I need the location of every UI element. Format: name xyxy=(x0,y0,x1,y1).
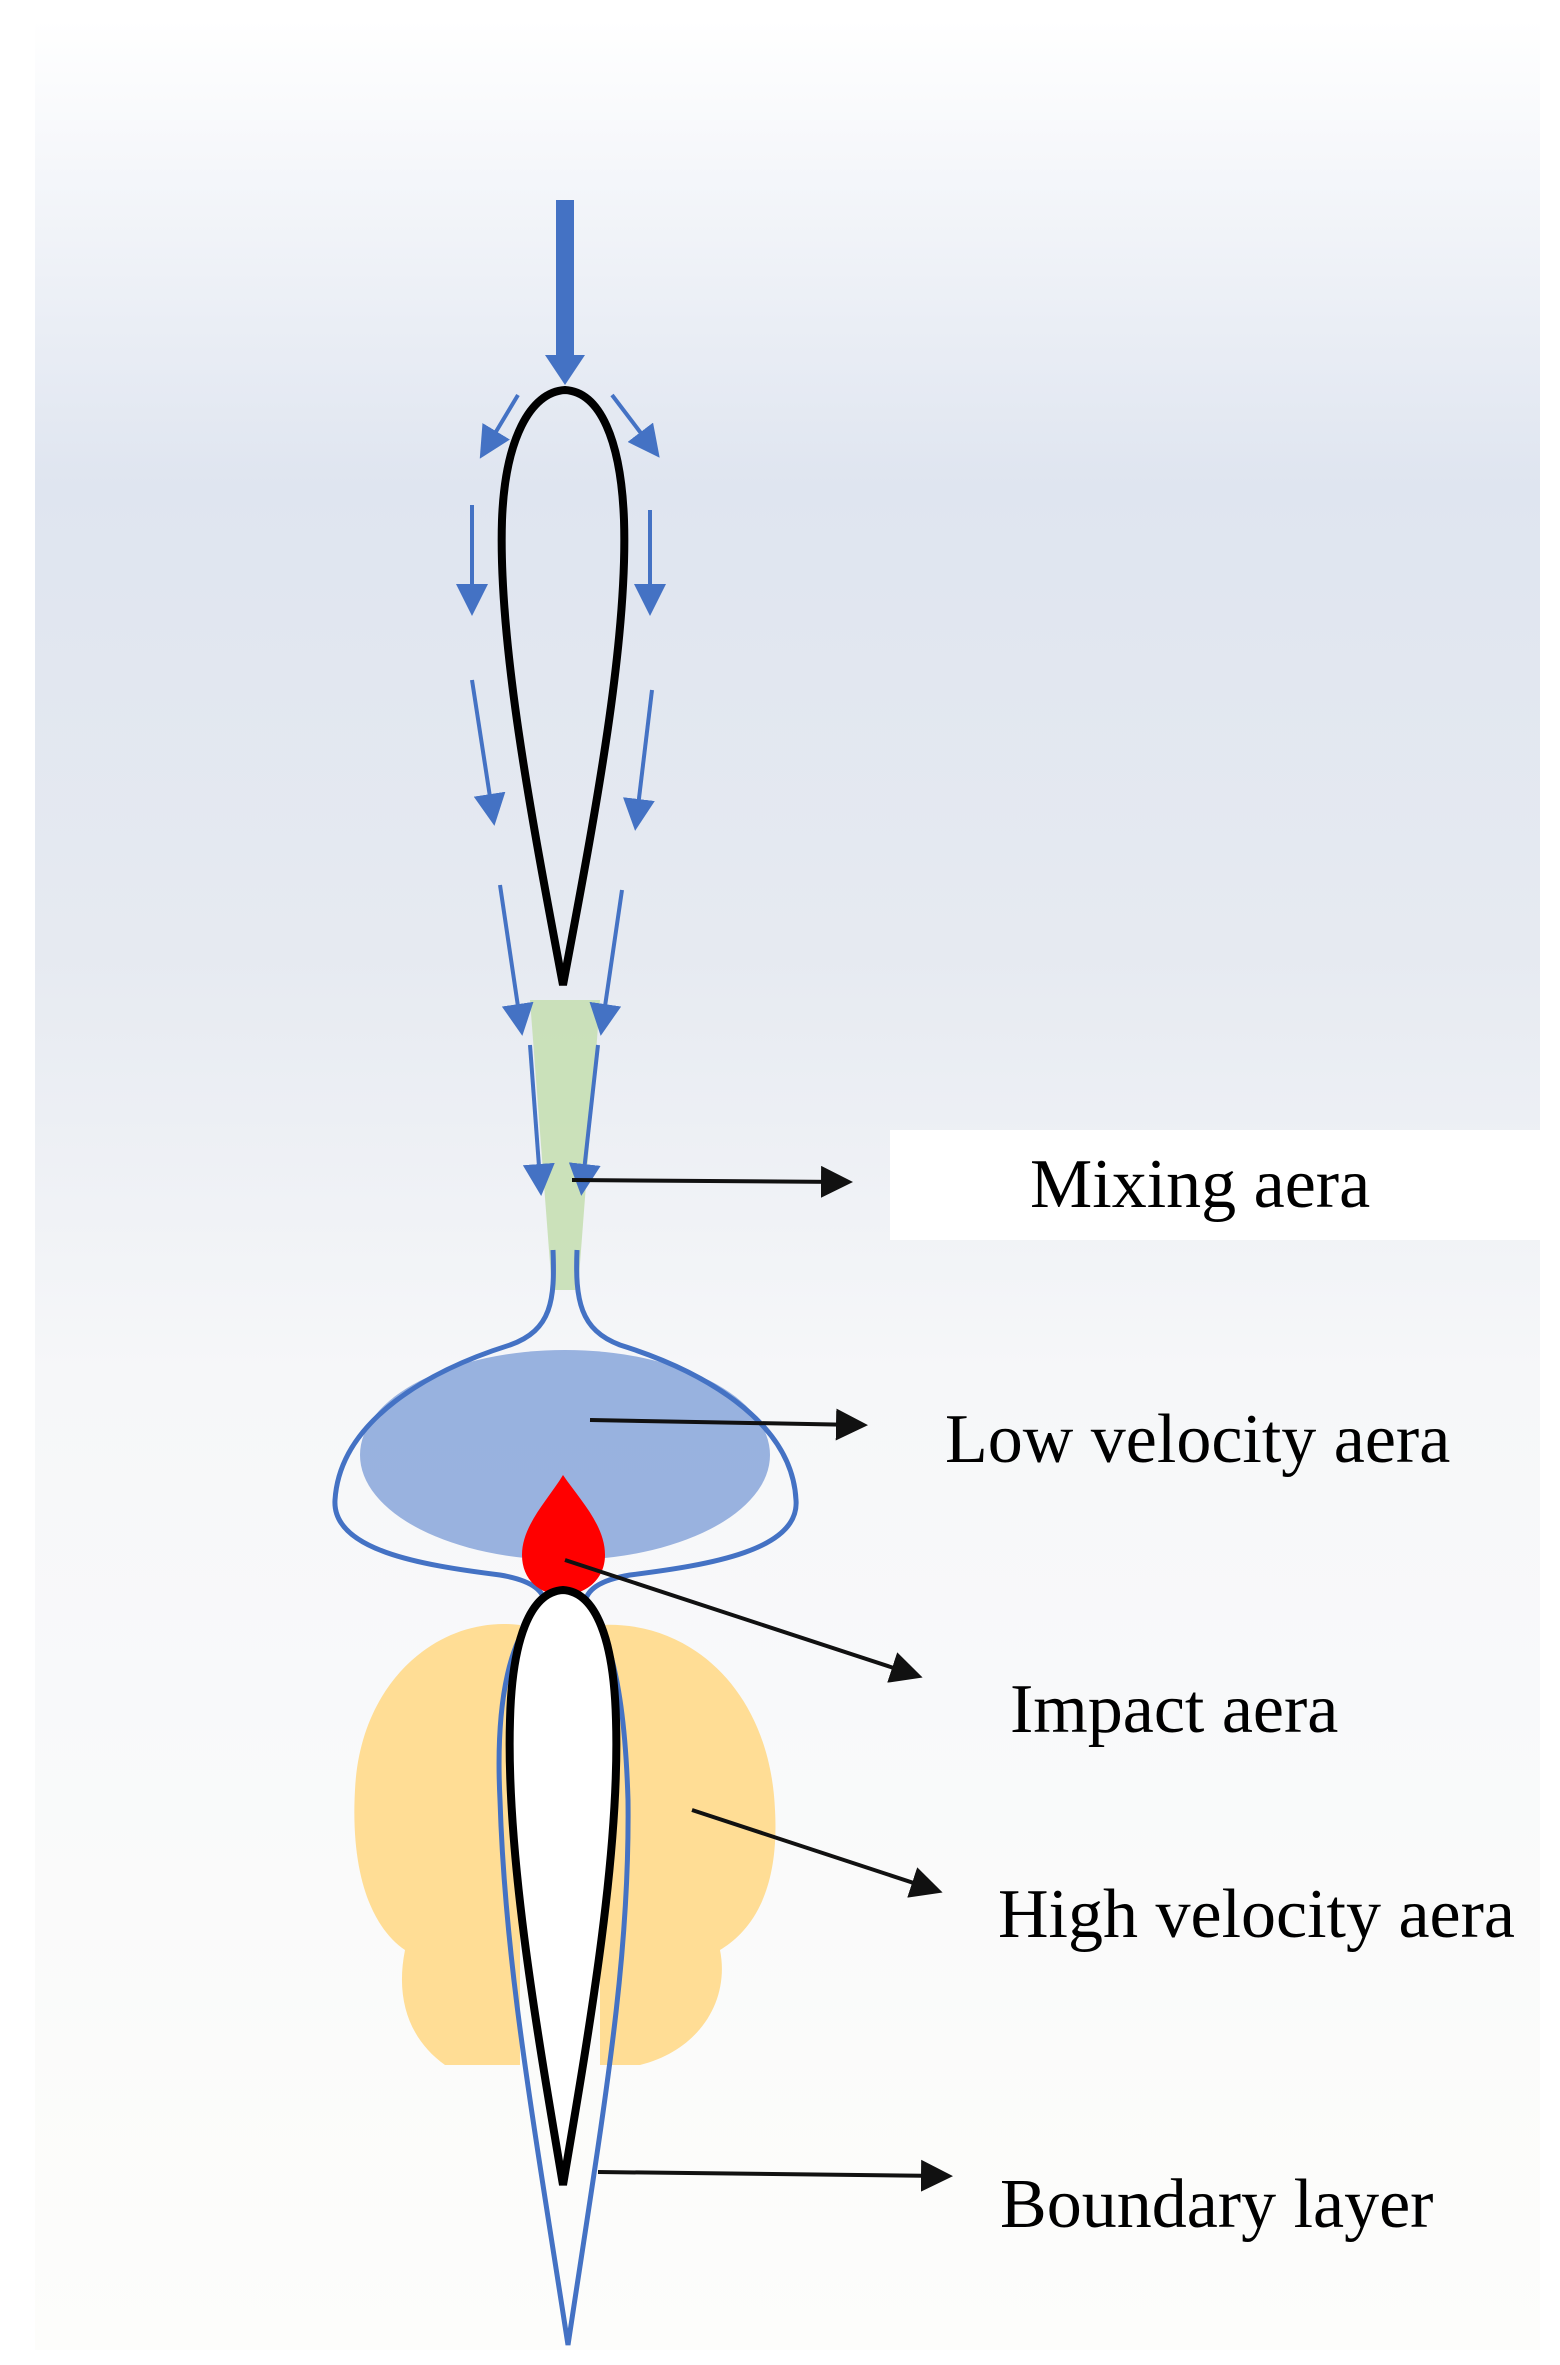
mixing-zone xyxy=(530,1000,600,1290)
upstream-airfoil xyxy=(497,385,629,986)
inflow-arrow xyxy=(545,200,585,385)
impact-area-label: Impact aera xyxy=(1010,1671,1339,1748)
impact-callout-arrow xyxy=(564,1558,923,1683)
flow-arrows xyxy=(456,393,666,1196)
low-velocity-area-label: Low velocity aera xyxy=(945,1401,1451,1478)
mixing-area-label: Mixing aera xyxy=(1030,1146,1371,1223)
boundary-callout-arrow xyxy=(597,2159,953,2192)
mixing-label-background xyxy=(890,1130,1540,1240)
boundary-layer-label: Boundary layer xyxy=(1000,2166,1434,2243)
downstream-airfoil xyxy=(505,1585,621,2186)
low-velocity-callout-arrow xyxy=(589,1408,868,1441)
mixing-callout-arrow xyxy=(571,1165,853,1198)
low-velocity-zone xyxy=(360,1350,770,1560)
boundary-layer-outline xyxy=(332,1249,799,2346)
high-velocity-callout-arrow xyxy=(691,1808,943,1898)
callout-arrows xyxy=(564,1165,953,2192)
high-velocity-zone xyxy=(354,1623,776,2065)
high-velocity-area-label: High velocity aera xyxy=(998,1876,1516,1953)
